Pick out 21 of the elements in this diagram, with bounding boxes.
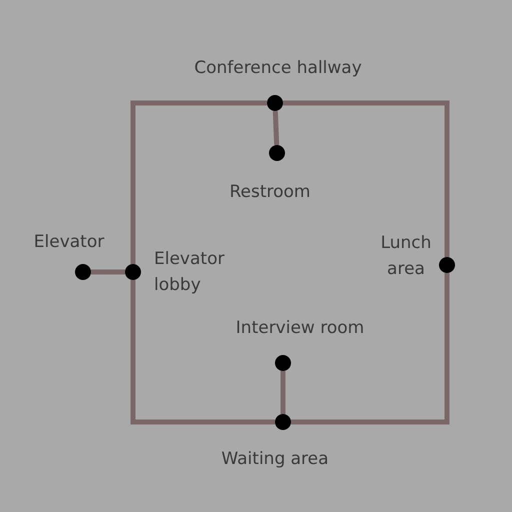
connector-line [91,270,125,274]
connector-line [283,100,450,257]
location-label: Conference hallway [193,57,363,80]
location-label: Elevator lobby [154,248,226,297]
location-label: Waiting area [220,448,330,471]
location-dot [275,414,291,430]
location-label: Lunch area [380,232,432,281]
location-dot [125,264,141,280]
location-label: Restroom [228,181,312,204]
location-label: Elevator [32,231,106,254]
location-label: Interview room [234,317,366,340]
connector-line [280,371,286,414]
connector-line [272,110,280,146]
connector-line [130,100,267,264]
location-dot [439,257,455,273]
location-dot [269,145,285,161]
location-dot [75,264,91,280]
location-dot [275,355,291,371]
connector-line [130,280,275,424]
connector-line [291,273,450,424]
location-dot [267,95,283,111]
